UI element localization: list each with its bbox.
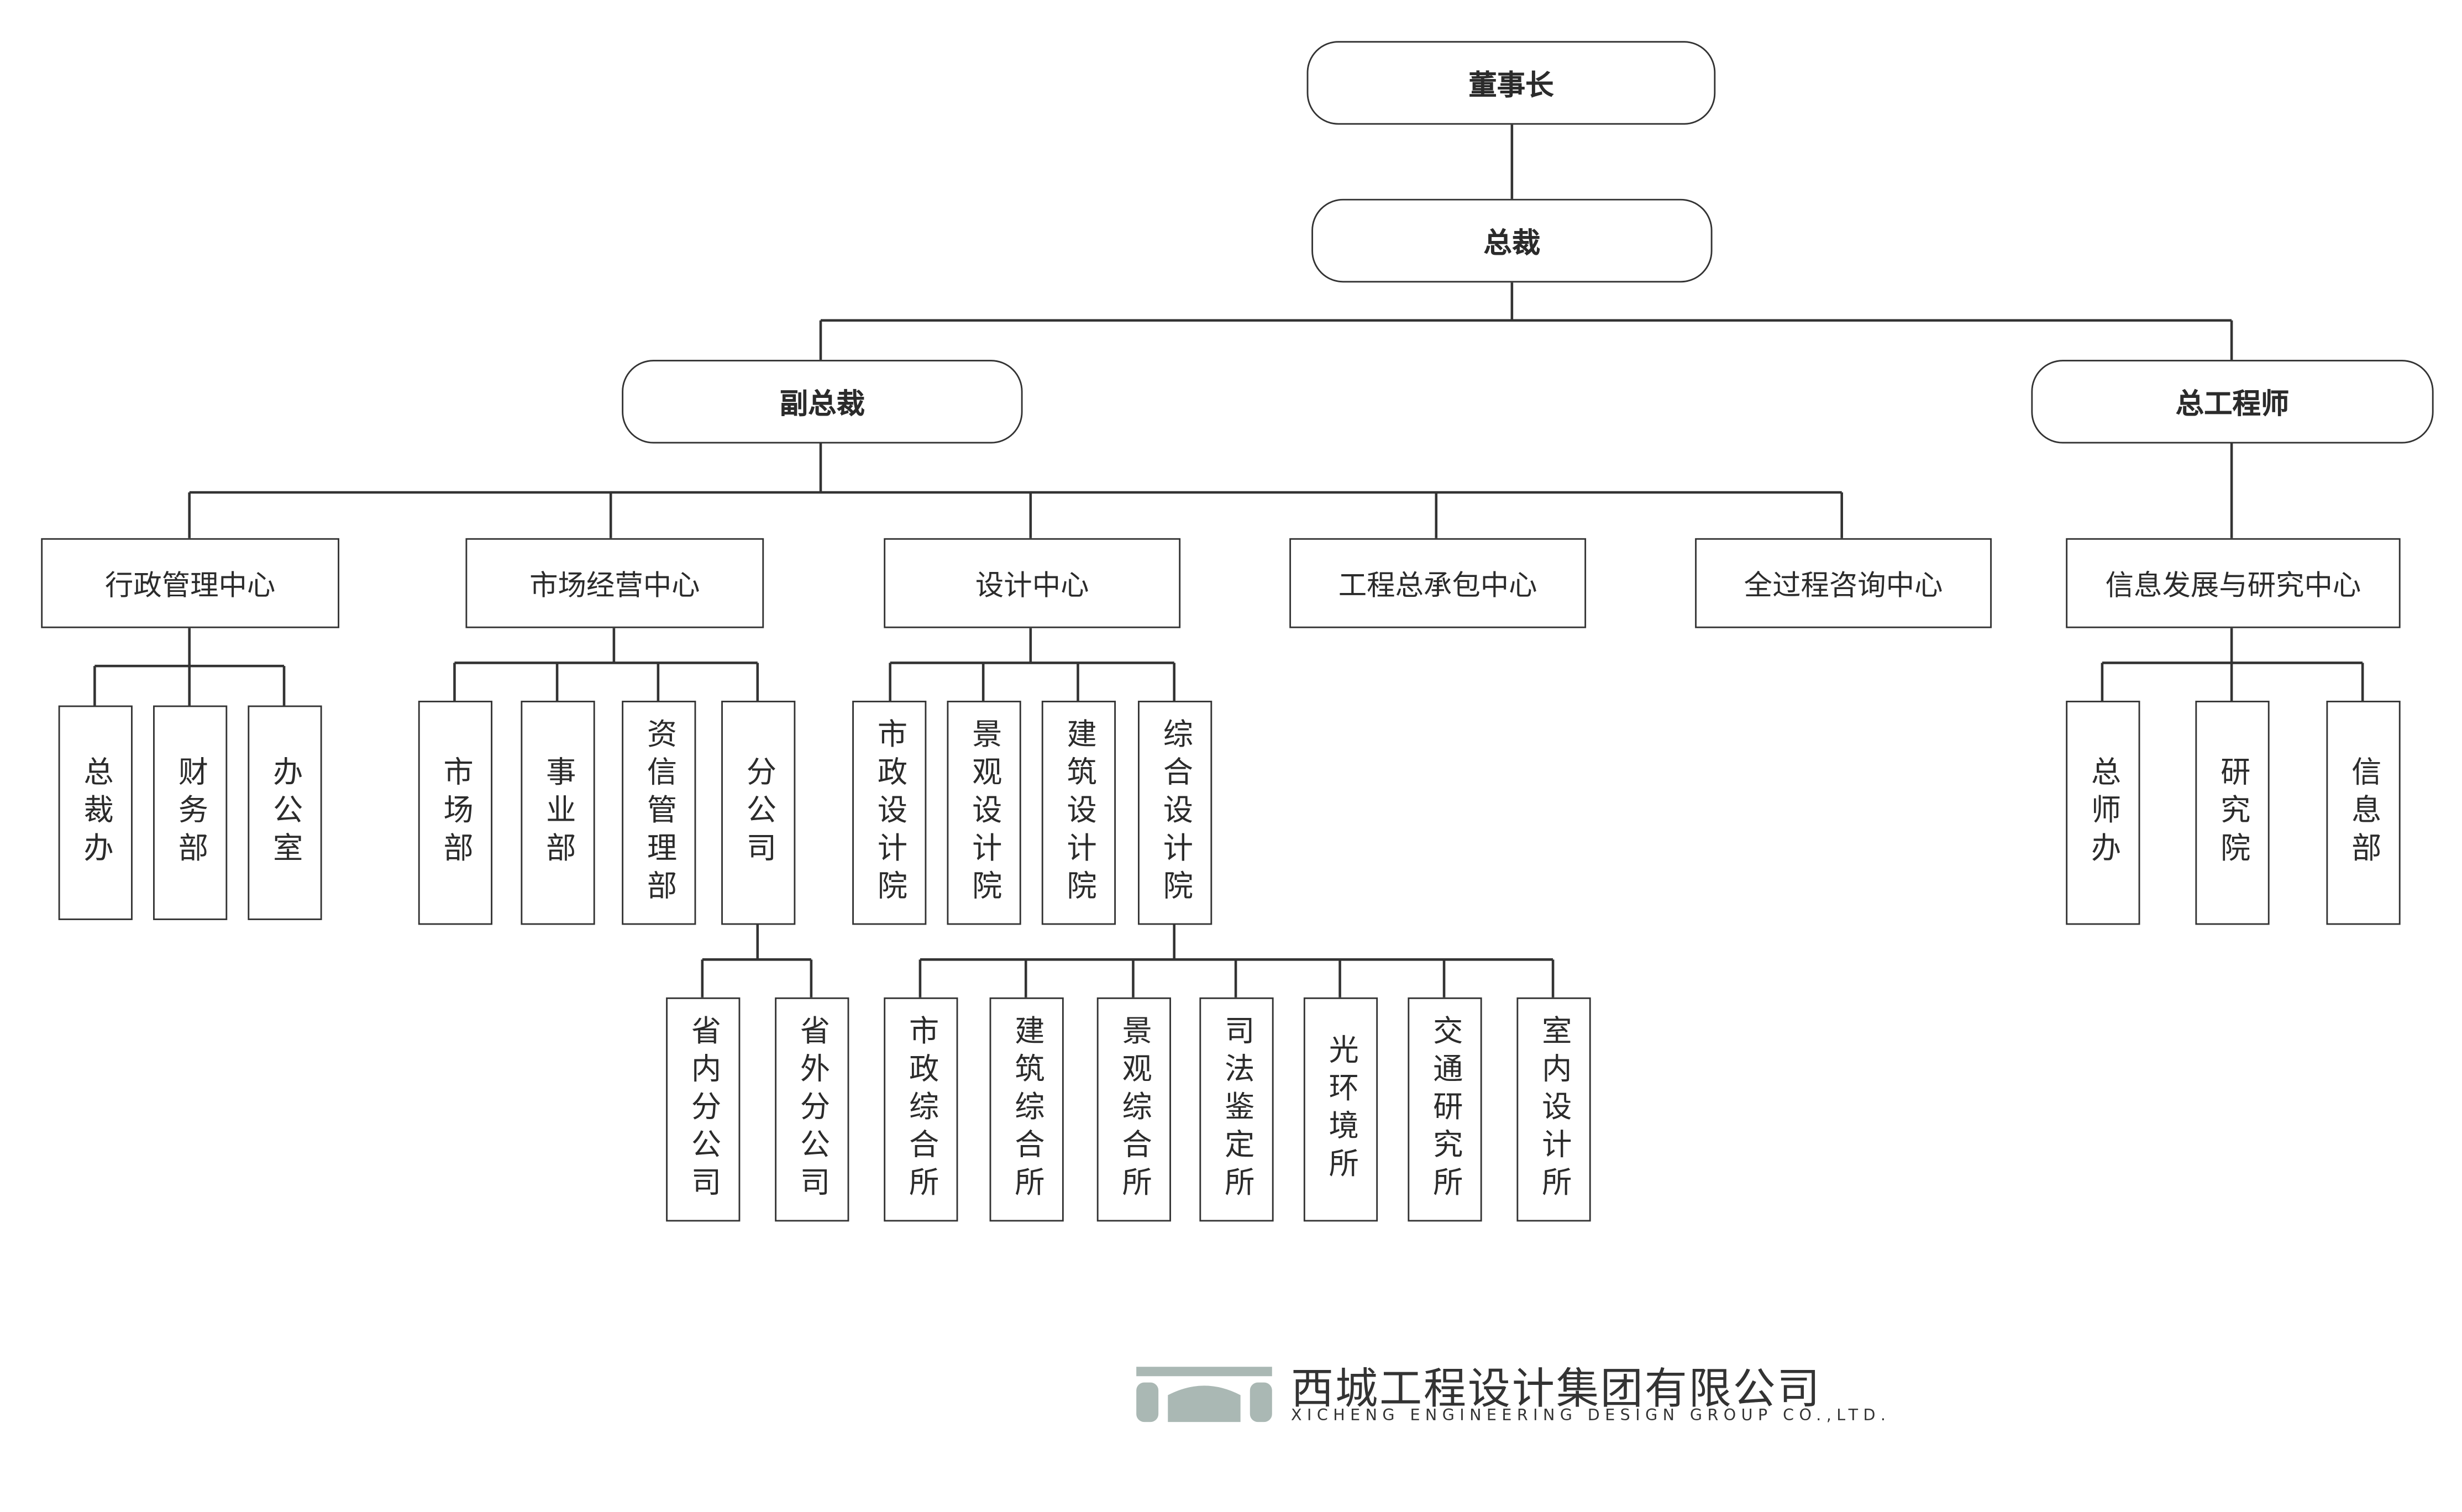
branch-company-node: 分公司 (721, 700, 796, 925)
general-office-node: 办公室 (248, 705, 322, 920)
credential-dept-node: 资信管理部 (622, 700, 696, 925)
chairman-node: 董事长 (1306, 41, 1716, 125)
architecture-institute-node: 建筑设计院 (1041, 700, 1116, 925)
lighting-office-node: 光环境所 (1303, 997, 1378, 1222)
interior-office-node: 室内设计所 (1516, 997, 1591, 1222)
epc-center-node: 工程总承包中心 (1289, 538, 1587, 628)
architecture-office-node: 建筑综合所 (989, 997, 1064, 1222)
market-dept-node: 市场部 (418, 700, 493, 925)
design-center-node: 设计中心 (884, 538, 1181, 628)
chief-engineer-node: 总工程师 (2031, 360, 2434, 444)
info-center-node: 信息发展与研究中心 (2066, 538, 2401, 628)
company-name-cn: 西城工程设计集团有限公司 (1291, 1365, 1821, 1414)
admin-center-node: 行政管理中心 (41, 538, 339, 628)
in-province-branch-node: 省内分公司 (666, 997, 741, 1222)
company-logo (1136, 1367, 1272, 1422)
chief-engineer-office-node: 总师办 (2066, 700, 2140, 925)
business-dept-node: 事业部 (521, 700, 595, 925)
finance-dept-node: 财务部 (153, 705, 228, 920)
forensic-office-node: 司法鉴定所 (1199, 997, 1274, 1222)
landscape-office-node: 景观综合所 (1096, 997, 1172, 1222)
president-node: 总裁 (1311, 198, 1713, 283)
municipal-office-node: 市政综合所 (884, 997, 958, 1222)
market-center-node: 市场经营中心 (465, 538, 764, 628)
landscape-institute-node: 景观设计院 (947, 700, 1021, 925)
consulting-center-node: 全过程咨询中心 (1695, 538, 1992, 628)
vice-president-node: 副总裁 (622, 360, 1023, 444)
out-province-branch-node: 省外分公司 (775, 997, 849, 1222)
info-dept-node: 信息部 (2326, 700, 2401, 925)
research-institute-node: 研究院 (2195, 700, 2270, 925)
company-name-en: XICHENG ENGINEERING DESIGN GROUP CO.,LTD… (1291, 1408, 1891, 1425)
president-office-node: 总裁办 (58, 705, 133, 920)
municipal-institute-node: 市政设计院 (852, 700, 927, 925)
integrated-institute-node: 综合设计院 (1138, 700, 1212, 925)
traffic-office-node: 交通研究所 (1408, 997, 1482, 1222)
